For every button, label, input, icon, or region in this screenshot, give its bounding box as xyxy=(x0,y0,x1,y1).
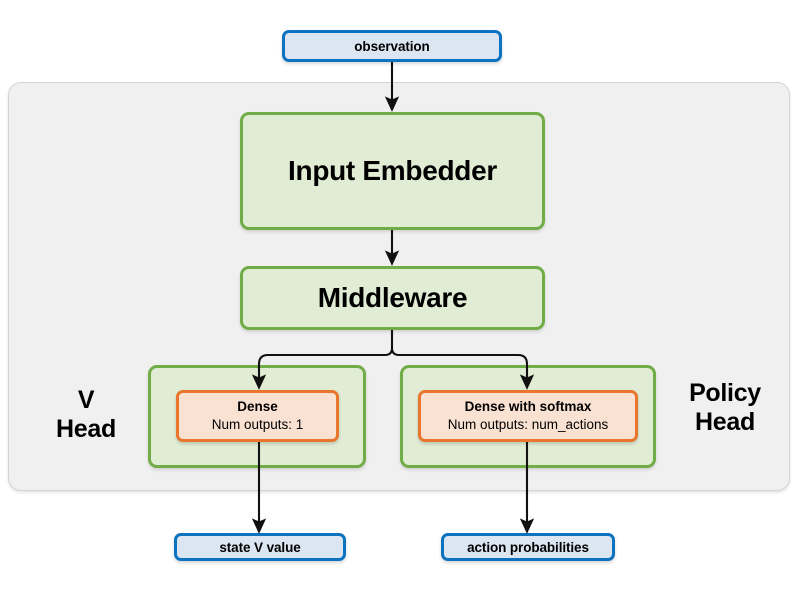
node-observation-label: observation xyxy=(354,38,430,54)
node-action-probabilities[interactable]: action probabilities xyxy=(441,533,615,561)
label-v-head-line1: V xyxy=(77,386,95,414)
label-v-head-line2: Head xyxy=(56,414,116,443)
node-policy-head-dense-subtitle: Num outputs: num_actions xyxy=(447,417,609,432)
label-policy-head-line1: Policy xyxy=(689,379,761,407)
label-policy-head: Policy Head xyxy=(663,379,787,436)
node-policy-head-dense[interactable]: Dense with softmax Num outputs: num_acti… xyxy=(418,390,638,442)
node-input-embedder[interactable]: Input Embedder xyxy=(240,112,545,230)
label-v-head: V Head xyxy=(30,386,142,443)
node-v-head-dense-title: Dense xyxy=(237,399,278,415)
node-input-embedder-label: Input Embedder xyxy=(288,155,497,186)
label-policy-head-line2: Head xyxy=(695,407,755,436)
node-v-head-dense[interactable]: Dense Num outputs: 1 xyxy=(176,390,339,442)
node-policy-head-dense-title: Dense with softmax xyxy=(464,399,592,415)
node-middleware[interactable]: Middleware xyxy=(240,266,545,330)
node-state-v-value[interactable]: state V value xyxy=(174,533,346,561)
node-observation[interactable]: observation xyxy=(282,30,502,62)
node-state-v-value-label: state V value xyxy=(219,539,301,555)
node-action-probabilities-label: action probabilities xyxy=(467,539,589,555)
node-middleware-label: Middleware xyxy=(317,282,468,313)
node-v-head-dense-subtitle: Num outputs: 1 xyxy=(211,417,304,432)
